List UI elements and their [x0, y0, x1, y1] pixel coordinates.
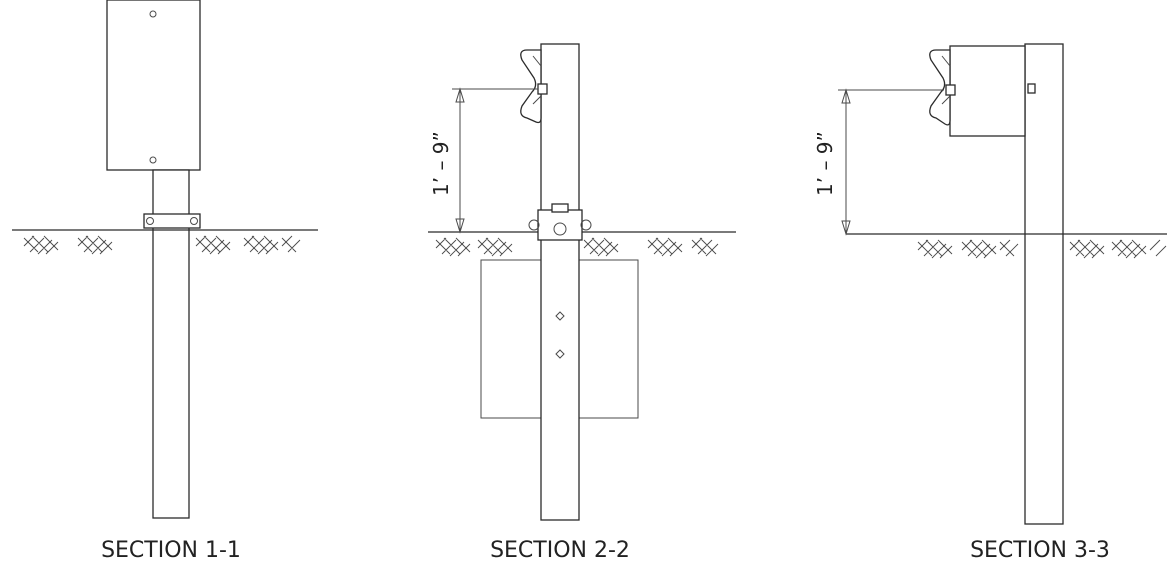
section-1-1-caption: SECTION 1-1: [101, 538, 241, 563]
section-2-2-caption: SECTION 2-2: [490, 538, 630, 563]
dimension-2-2: [452, 87, 538, 234]
post: [540, 43, 580, 521]
earth-hatch: [23, 235, 301, 255]
section-3-3: 1’ – 9” SECTION 3-3: [813, 43, 1167, 563]
w-beam-rail: [929, 49, 951, 126]
dimension-3-3: [838, 88, 944, 236]
coupler-pin: [553, 222, 567, 236]
post-hole: [555, 349, 565, 359]
bracket-bolt: [146, 217, 154, 225]
section-2-2: 1’ – 9” SECTION 2-2: [428, 43, 736, 563]
post-bolt: [1027, 83, 1036, 94]
post-hole: [555, 311, 565, 321]
sign-panel: [106, 0, 201, 171]
bolt-hole: [149, 10, 157, 18]
rail-bolt: [537, 83, 548, 95]
rail-bolt: [945, 84, 956, 96]
coupler-cap: [551, 203, 569, 213]
post: [1024, 43, 1064, 525]
base-bracket: [143, 213, 201, 229]
coupler-bolt: [580, 219, 592, 231]
coupler-bolt: [528, 219, 540, 231]
earth-hatch: [917, 239, 1167, 259]
section-1-1: SECTION 1-1: [12, 0, 318, 563]
dim-arrow-down: [455, 218, 465, 234]
rail-fold-lines: [532, 55, 542, 105]
bolt-hole: [149, 156, 157, 164]
bracket-bolt: [190, 217, 198, 225]
dim-arrow-down: [841, 220, 851, 236]
dimension-label: 1’ – 9”: [429, 131, 453, 196]
dim-arrow-up: [841, 88, 851, 104]
dim-arrow-up: [455, 87, 465, 103]
rail-fold-lines: [941, 55, 951, 105]
dimension-label: 1’ – 9”: [813, 131, 837, 196]
earth-hatch: [435, 237, 719, 257]
blockout: [949, 45, 1026, 137]
section-3-3-caption: SECTION 3-3: [970, 538, 1110, 563]
w-beam-rail: [520, 49, 542, 124]
